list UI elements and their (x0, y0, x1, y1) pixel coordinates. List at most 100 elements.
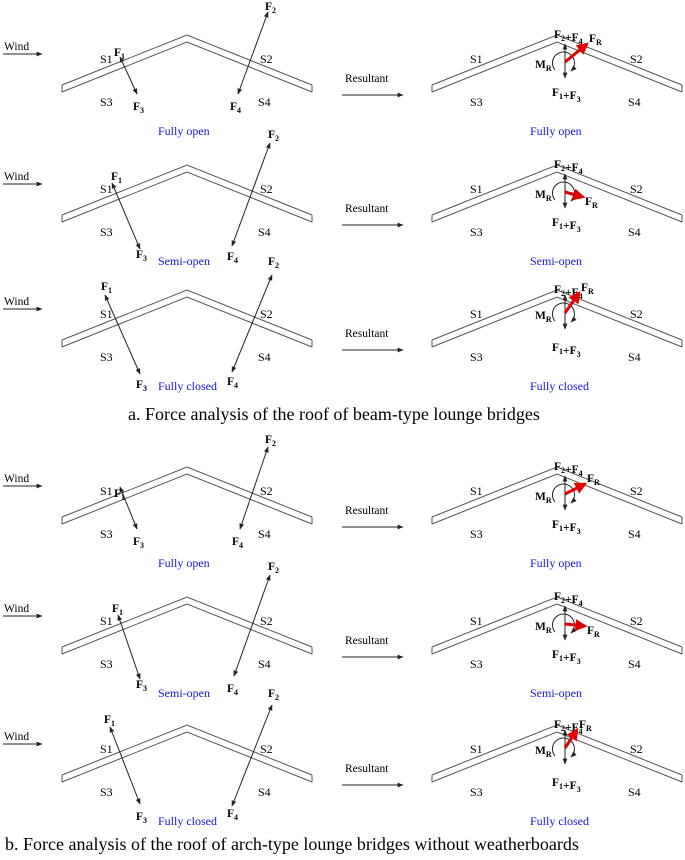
label-s1: S1 (470, 742, 483, 756)
condition-caption-right: Fully open (530, 556, 582, 570)
resultant-label: Resultant (345, 505, 389, 517)
label-s2: S2 (630, 614, 643, 628)
force-arrow-f2-f4 (231, 704, 273, 807)
label-s2: S2 (630, 742, 643, 756)
force-label-f2-plus-f4: F2+F4 (554, 591, 583, 608)
force-label-f3: F3 (133, 101, 144, 115)
label-s3: S3 (100, 95, 113, 109)
label-s3: S3 (470, 350, 483, 364)
wind-label: Wind (4, 603, 29, 615)
label-s4: S4 (628, 657, 641, 671)
label-s1: S1 (470, 52, 483, 66)
moment-arc (551, 737, 577, 758)
force-label-f4: F4 (227, 808, 238, 822)
label-s2: S2 (630, 484, 643, 498)
label-s2: S2 (260, 182, 273, 196)
moment-label-mr: MR (535, 745, 552, 759)
label-s1: S1 (100, 182, 113, 196)
force-arrow-f1-f3 (111, 182, 141, 250)
force-label-f3: F3 (136, 249, 147, 263)
force-label-f1-plus-f3: F1+F3 (552, 217, 581, 234)
resultant-force-label-fr: FR (589, 33, 602, 47)
force-arrow-f1-f3 (117, 614, 141, 680)
force-label-f4: F4 (227, 376, 238, 390)
condition-caption-right: Fully closed (530, 379, 589, 393)
label-s3: S3 (100, 527, 113, 541)
label-s1: S1 (100, 742, 113, 756)
resultant-force-label-fr: FR (587, 473, 600, 487)
moment-arc (551, 51, 577, 72)
roof-inner-line (431, 731, 683, 783)
resultant-force-arrow (563, 291, 581, 314)
label-s1: S1 (470, 307, 483, 321)
wind-label: Wind (4, 171, 29, 183)
condition-caption-left: Semi-open (158, 254, 210, 268)
roof-inner-line (431, 171, 683, 223)
roof-inner-line (61, 731, 313, 783)
moment-arc (551, 181, 577, 202)
roof-inner-line (61, 296, 313, 348)
condition-caption-right: Fully open (530, 124, 582, 138)
label-s4: S4 (628, 527, 641, 541)
condition-caption-right: Semi-open (530, 686, 582, 700)
resultant-label: Resultant (345, 635, 389, 647)
label-s3: S3 (470, 785, 483, 799)
force-label-f1-plus-f3: F1+F3 (552, 342, 581, 359)
force-label-f3: F3 (133, 536, 144, 550)
roof-outer-line (431, 596, 683, 648)
roof-right (431, 466, 683, 525)
force-arrow-f1-f3 (109, 726, 141, 805)
label-s3: S3 (100, 657, 113, 671)
force-label-f2: F2 (265, 434, 276, 448)
section-a-title: a. Force analysis of the roof of beam-ty… (128, 404, 540, 424)
roof-inner-line (431, 473, 683, 525)
label-s2: S2 (260, 52, 273, 66)
label-s3: S3 (470, 527, 483, 541)
moment-label-mr: MR (535, 491, 552, 505)
wind-label: Wind (4, 296, 29, 308)
label-s4: S4 (258, 527, 271, 541)
force-label-f1: F1 (111, 171, 122, 185)
condition-caption-left: Fully closed (158, 814, 217, 828)
force-label-f2-plus-f4: F2+F4 (554, 719, 583, 736)
resultant-force-arrow (564, 619, 588, 632)
force-label-f1-plus-f3: F1+F3 (552, 649, 581, 666)
force-label-f1-plus-f3: F1+F3 (552, 777, 581, 794)
force-label-f2: F2 (268, 688, 279, 702)
force-label-f1-plus-f3: F1+F3 (552, 87, 581, 104)
label-s3: S3 (470, 95, 483, 109)
label-s3: S3 (470, 657, 483, 671)
force-arrow-f2-f4 (239, 446, 269, 530)
force-label-f2: F2 (268, 129, 279, 143)
resultant-force-label-fr: FR (585, 196, 598, 210)
condition-caption-left: Semi-open (158, 686, 210, 700)
label-s2: S2 (630, 307, 643, 321)
wind-label: Wind (4, 473, 29, 485)
resultant-label: Resultant (345, 763, 389, 775)
force-arrow-f2-f4 (231, 142, 271, 247)
label-s4: S4 (628, 95, 641, 109)
label-s2: S2 (260, 307, 273, 321)
label-s4: S4 (628, 350, 641, 364)
label-s2: S2 (260, 614, 273, 628)
section-b-title: b. Force analysis of the roof of arch-ty… (5, 834, 579, 854)
roof-outer-line (61, 34, 313, 86)
label-s4: S4 (258, 350, 271, 364)
roof-inner-line (61, 603, 313, 655)
roof-inner-line (61, 171, 313, 223)
force-label-f2-plus-f4: F2+F4 (554, 29, 583, 46)
resultant-label: Resultant (345, 328, 389, 340)
roof-outer-line (431, 34, 683, 86)
resultant-force-arrow (563, 728, 579, 749)
resultant-force-arrow (564, 42, 589, 64)
roof-left (61, 34, 313, 93)
force-label-f1: F1 (114, 488, 125, 502)
force-label-f4: F4 (227, 251, 238, 265)
roof-inner-line (431, 41, 683, 93)
resultant-force-arrow (564, 188, 586, 201)
